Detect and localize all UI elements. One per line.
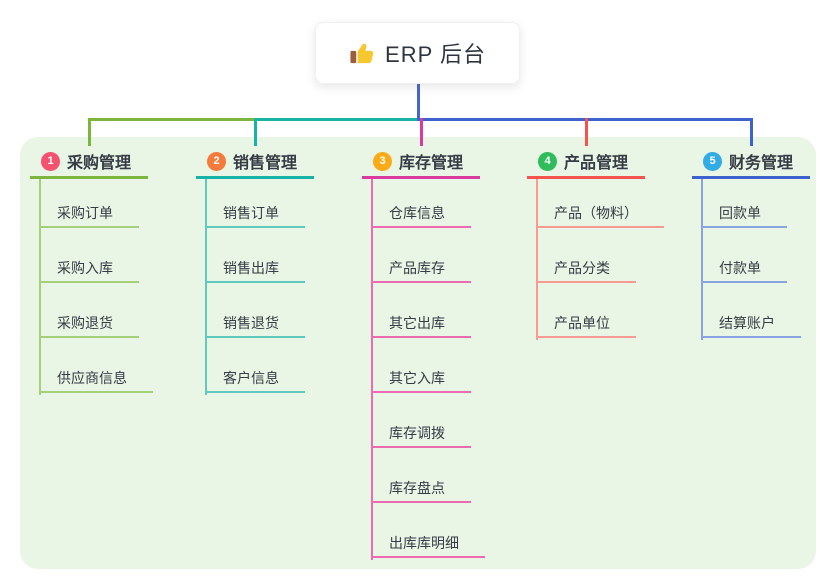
- child-node-row: 回款单: [701, 173, 801, 228]
- root-title: ERP 后台: [385, 42, 486, 67]
- root-node[interactable]: ERP 后台: [315, 22, 520, 84]
- child-node[interactable]: 库存调拨: [371, 425, 471, 448]
- child-node[interactable]: 销售退货: [205, 315, 305, 338]
- child-node-row: 产品单位: [536, 283, 664, 338]
- child-node-row: 采购入库: [39, 228, 153, 283]
- branch-number-badge: 1: [41, 151, 60, 171]
- child-node-row: 产品库存: [371, 228, 485, 283]
- branch-children: 回款单付款单结算账户: [701, 173, 801, 340]
- branch-label: 销售管理: [233, 155, 298, 172]
- child-node[interactable]: 销售订单: [205, 205, 305, 228]
- child-node[interactable]: 供应商信息: [39, 370, 153, 393]
- branch-label: 财务管理: [729, 155, 794, 172]
- branch-children: 仓库信息产品库存其它出库其它入库库存调拨库存盘点出库库明细: [371, 173, 485, 560]
- branch-number-badge: 3: [373, 151, 392, 171]
- branch-trunk-line: [371, 179, 373, 560]
- drop-line-branch2: [254, 118, 257, 146]
- branch-children: 采购订单采购入库采购退货供应商信息: [39, 173, 153, 395]
- child-node-row: 库存调拨: [371, 393, 485, 448]
- drop-line-branch3: [420, 118, 423, 146]
- child-node-row: 出库库明细: [371, 503, 485, 558]
- child-node[interactable]: 采购入库: [39, 260, 139, 283]
- child-node[interactable]: 其它入库: [371, 370, 471, 393]
- branch-children: 产品（物料） 产品分类产品单位: [536, 173, 664, 340]
- child-node[interactable]: 产品分类: [536, 260, 636, 283]
- branch-trunk-line: [39, 179, 41, 395]
- bus-line-branch2: [254, 118, 420, 121]
- branch-number-badge: 4: [538, 151, 557, 171]
- branch-children: 销售订单销售出库销售退货客户信息: [205, 173, 305, 395]
- child-node[interactable]: 库存盘点: [371, 480, 471, 503]
- child-node-row: 客户信息: [205, 338, 305, 393]
- child-node[interactable]: 其它出库: [371, 315, 471, 338]
- child-node[interactable]: 结算账户: [701, 315, 801, 338]
- child-node-row: 其它出库: [371, 283, 485, 338]
- branch-title-1[interactable]: 1 采购管理: [30, 146, 148, 179]
- branch-title-3[interactable]: 3 库存管理: [362, 146, 480, 179]
- child-node[interactable]: 采购退货: [39, 315, 139, 338]
- branch-title-2[interactable]: 2 销售管理: [196, 146, 314, 179]
- child-node-row: 结算账户: [701, 283, 801, 338]
- branch-number-badge: 2: [207, 151, 226, 171]
- child-node-row: 供应商信息: [39, 338, 153, 393]
- child-node-row: 产品分类: [536, 228, 664, 283]
- bus-line-branch1: [88, 118, 257, 121]
- branch-trunk-line: [701, 179, 703, 340]
- branch-trunk-line: [536, 179, 538, 340]
- child-node-row: 销售出库: [205, 228, 305, 283]
- root-stem-line: [417, 84, 420, 118]
- child-node[interactable]: 产品库存: [371, 260, 471, 283]
- branch-label: 库存管理: [399, 155, 464, 172]
- child-node[interactable]: 采购订单: [39, 205, 139, 228]
- drop-line-branch4: [585, 118, 588, 146]
- child-node[interactable]: 付款单: [701, 260, 787, 283]
- child-node[interactable]: 出库库明细: [371, 535, 485, 558]
- drop-line-branch5: [750, 118, 753, 146]
- branch-title-4[interactable]: 4 产品管理: [527, 146, 645, 179]
- child-node-row: 仓库信息: [371, 173, 485, 228]
- branch-label: 产品管理: [564, 155, 629, 172]
- branch-title-5[interactable]: 5 财务管理: [692, 146, 810, 179]
- branch-number-badge: 5: [703, 151, 722, 171]
- child-node-row: 其它入库: [371, 338, 485, 393]
- child-node[interactable]: 销售出库: [205, 260, 305, 283]
- child-node[interactable]: 产品单位: [536, 315, 636, 338]
- child-node[interactable]: 客户信息: [205, 370, 305, 393]
- branches-background-panel: [20, 137, 816, 569]
- branch-trunk-line: [205, 179, 207, 395]
- child-node-row: 库存盘点: [371, 448, 485, 503]
- drop-line-branch1: [88, 118, 91, 146]
- child-node-row: 采购订单: [39, 173, 153, 228]
- child-node[interactable]: 产品（物料）: [536, 205, 664, 228]
- thumbs-up-icon: [350, 43, 374, 64]
- child-node-row: 付款单: [701, 228, 801, 283]
- child-node[interactable]: 仓库信息: [371, 205, 471, 228]
- child-node-row: 产品（物料）: [536, 173, 664, 228]
- branch-label: 采购管理: [67, 155, 132, 172]
- child-node-row: 销售订单: [205, 173, 305, 228]
- child-node-row: 销售退货: [205, 283, 305, 338]
- child-node[interactable]: 回款单: [701, 205, 787, 228]
- child-node-row: 采购退货: [39, 283, 153, 338]
